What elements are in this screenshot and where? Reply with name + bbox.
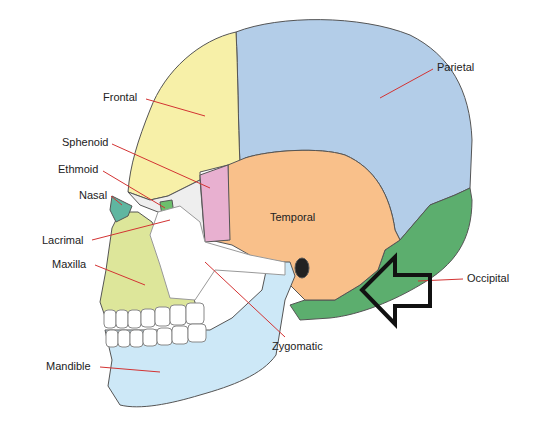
bone-label: Maxilla — [52, 258, 86, 271]
bone-label: Nasal — [79, 189, 107, 202]
zygomatic-bone — [150, 206, 285, 300]
ear-canal — [295, 258, 309, 278]
bone-label: Occipital — [467, 272, 509, 285]
leader-lines — [92, 69, 463, 372]
temporal-bone — [210, 150, 400, 300]
teeth — [104, 303, 206, 347]
bone-label: Ethmoid — [58, 163, 98, 176]
bone-label: Sphenoid — [62, 136, 109, 149]
bone-label: Temporal — [270, 211, 315, 224]
bone-label: Mandible — [46, 360, 91, 373]
bone-label: Parietal — [437, 61, 474, 74]
nasal-bone — [110, 196, 132, 222]
pointer-arrow — [362, 257, 430, 324]
bone-label: Zygomatic — [272, 340, 323, 353]
bone-label: Frontal — [103, 91, 137, 104]
bone-label: Lacrimal — [42, 234, 84, 247]
sphenoid-bone — [200, 165, 230, 242]
